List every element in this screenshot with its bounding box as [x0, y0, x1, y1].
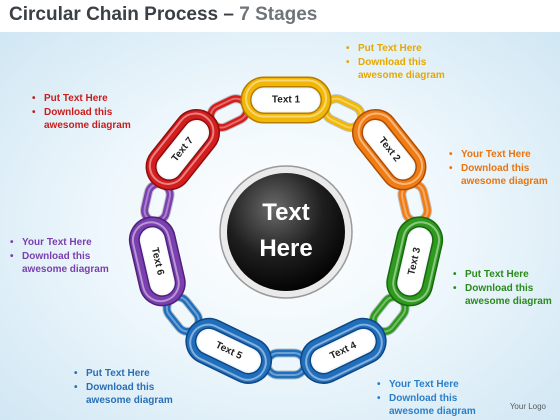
- note-bullet: Download this awesome diagram: [344, 56, 464, 82]
- chain-link-2: Text 2: [351, 109, 427, 191]
- note-bullet: Your Text Here: [447, 148, 557, 161]
- note-bullet: Download this awesome diagram: [375, 392, 490, 418]
- page-title: Circular Chain Process – 7 Stages: [9, 4, 318, 25]
- note-stage-5: Put Text Here Download this awesome diag…: [72, 367, 187, 408]
- chain-link-4: Text 4: [299, 317, 387, 384]
- note-bullet: Download this awesome diagram: [72, 381, 187, 407]
- title-sub: 7 Stages: [239, 4, 318, 25]
- chain-link-label: Text 1: [272, 95, 301, 106]
- note-bullet: Put Text Here: [344, 42, 464, 55]
- center-hub-core: [227, 173, 345, 291]
- note-bullet: Your Text Here: [8, 236, 120, 249]
- note-stage-7: Put Text Here Download this awesome diag…: [30, 92, 142, 133]
- chain-link-3: Text 3: [386, 216, 444, 307]
- note-stage-1: Put Text Here Download this awesome diag…: [344, 42, 464, 83]
- chain-link-5: Text 5: [185, 317, 273, 384]
- chain-links: Text 1 Text 2 Text 3 Text 4 Text 5 Text 6 Text…: [128, 76, 444, 384]
- note-bullet: Put Text Here: [30, 92, 142, 105]
- note-stage-3: Put Text Here Download this awesome diag…: [451, 268, 557, 309]
- chain-link-1: Text 1: [240, 76, 332, 124]
- note-bullet: Put Text Here: [451, 268, 557, 281]
- chain-link-7: Text 7: [145, 109, 221, 191]
- note-bullet: Put Text Here: [72, 367, 187, 380]
- note-bullet: Download this awesome diagram: [447, 162, 557, 188]
- center-hub: Text Here: [219, 165, 353, 299]
- logo-text: Your Logo: [509, 402, 546, 411]
- note-bullet: Your Text Here: [375, 378, 490, 391]
- center-text-line2: Here: [259, 235, 312, 262]
- note-stage-6: Your Text Here Download this awesome dia…: [8, 236, 120, 277]
- note-bullet: Download this awesome diagram: [30, 106, 142, 132]
- note-bullet: Download this awesome diagram: [8, 250, 120, 276]
- title-main: Circular Chain Process: [9, 4, 219, 25]
- chain-connector: [262, 348, 310, 380]
- note-stage-4: Your Text Here Download this awesome dia…: [375, 378, 490, 419]
- note-stage-2: Your Text Here Download this awesome dia…: [447, 148, 557, 189]
- chain-link-6: Text 6: [128, 216, 186, 307]
- center-text-line1: Text: [262, 199, 310, 226]
- note-bullet: Download this awesome diagram: [451, 282, 557, 308]
